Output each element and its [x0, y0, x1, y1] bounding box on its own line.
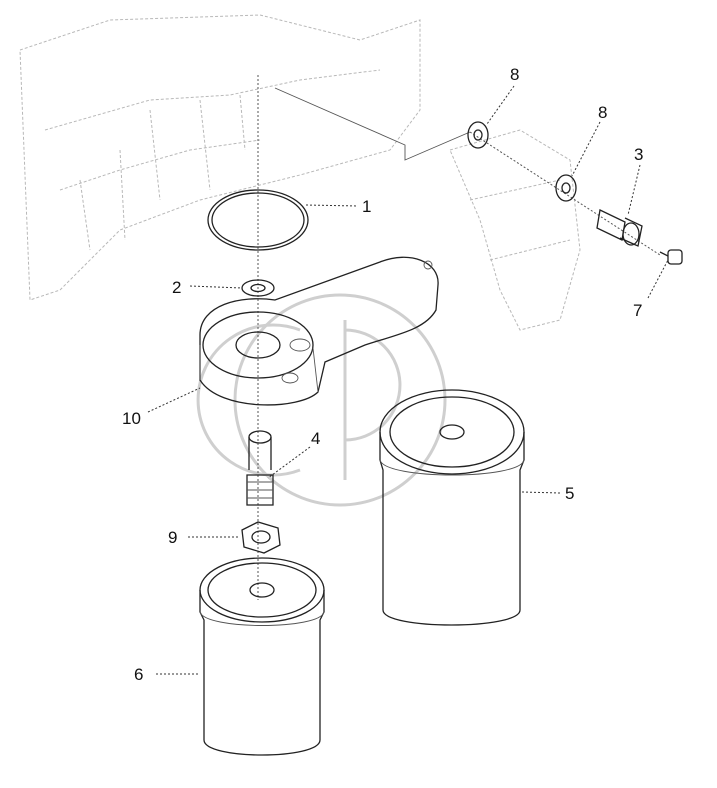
callout-10: 10	[122, 409, 141, 428]
nut-part	[241, 521, 281, 554]
callout-5: 5	[565, 484, 574, 503]
leader-2	[189, 285, 243, 289]
seal-upper-part	[467, 121, 489, 149]
leader-1	[305, 204, 359, 207]
spring-adapter-part	[246, 430, 274, 506]
filter-head-part	[199, 256, 439, 406]
callout-4: 4	[311, 429, 320, 448]
callout-9: 9	[168, 528, 177, 547]
seal-lower-part	[555, 174, 577, 202]
callout-3: 3	[634, 145, 643, 164]
leader-5	[521, 491, 561, 494]
callout-6: 6	[134, 665, 143, 684]
leader-lines	[147, 85, 669, 675]
callout-8-upper: 8	[510, 65, 519, 84]
callout-labels: 1 2 3 4 5 6 7 8 8 9 10	[122, 65, 643, 684]
large-filter-part	[379, 389, 525, 626]
callout-2: 2	[172, 278, 181, 297]
leader-7	[647, 259, 669, 299]
engine-block-ghost	[19, 14, 581, 331]
watermark-logo	[196, 293, 447, 507]
o-ring-part	[207, 189, 309, 251]
leader-10	[147, 387, 201, 413]
callout-7: 7	[633, 301, 642, 320]
plug-part	[659, 249, 683, 265]
leader-8b	[571, 121, 601, 177]
leader-3	[627, 164, 641, 216]
callout-1: 1	[362, 197, 371, 216]
small-filter-part	[199, 557, 325, 756]
leader-8a	[486, 85, 515, 125]
leader-4	[267, 446, 311, 479]
fitting-route-line	[274, 87, 471, 161]
callout-8-lower: 8	[598, 103, 607, 122]
fitting-part	[596, 209, 643, 247]
